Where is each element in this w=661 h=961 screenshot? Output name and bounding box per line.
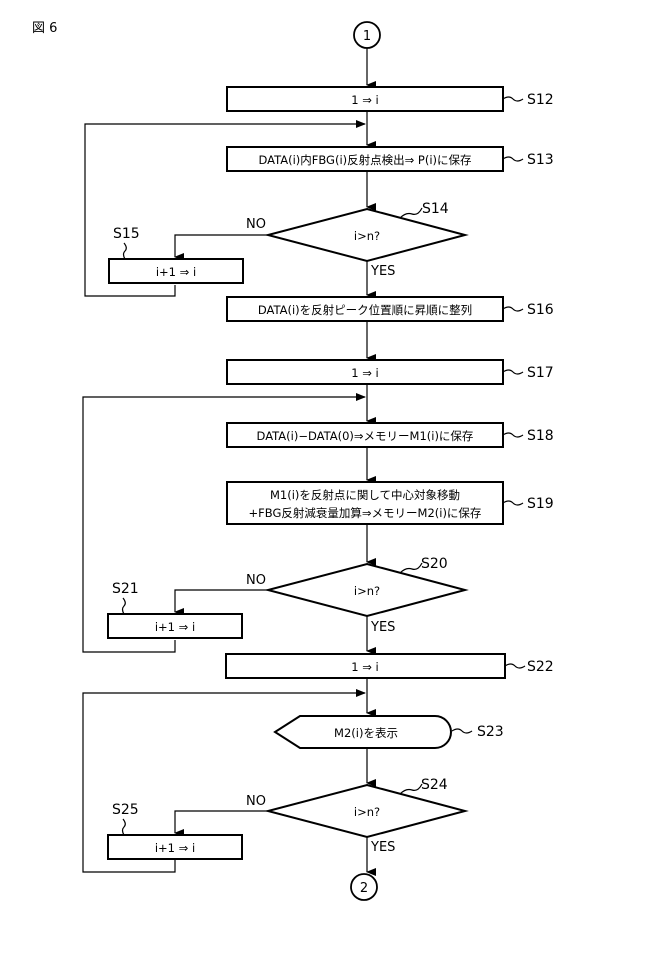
end-connector-label: 2 bbox=[360, 881, 368, 896]
step-s25-text: i+1 ⇒ i bbox=[155, 841, 195, 855]
step-s16-id: S16 bbox=[527, 302, 554, 318]
decision-s24-text: i>n? bbox=[354, 805, 380, 819]
step-s22-text: 1 ⇒ i bbox=[351, 660, 378, 674]
no-branch-arrow bbox=[175, 235, 268, 257]
branch-no-label: NO bbox=[246, 573, 266, 588]
end-connector: 2 bbox=[351, 874, 377, 900]
branch-yes-label: YES bbox=[370, 620, 395, 635]
step-s15-text: i+1 ⇒ i bbox=[156, 265, 196, 279]
step-s13-text: DATA(i)内FBG(i)反射点検出⇒ P(i)に保存 bbox=[258, 153, 471, 167]
decision-s20-id: S20 bbox=[421, 556, 448, 572]
step-s21-id: S21 bbox=[112, 581, 139, 597]
no-branch-arrow bbox=[175, 590, 268, 612]
step-s17-text: 1 ⇒ i bbox=[351, 366, 378, 380]
start-connector: 1 bbox=[354, 22, 380, 48]
branch-no-label: NO bbox=[246, 217, 266, 232]
step-s23-display: M2(i)を表示 S23 bbox=[275, 716, 504, 748]
decision-s14-id: S14 bbox=[422, 201, 449, 217]
step-s23-text: M2(i)を表示 bbox=[334, 726, 398, 740]
step-s13: DATA(i)内FBG(i)反射点検出⇒ P(i)に保存 S13 bbox=[227, 147, 554, 171]
start-connector-label: 1 bbox=[363, 29, 371, 44]
branch-yes-label: YES bbox=[370, 264, 395, 279]
step-s17: 1 ⇒ i S17 bbox=[227, 360, 554, 384]
step-s22-id: S22 bbox=[527, 659, 554, 675]
step-s18-id: S18 bbox=[527, 428, 554, 444]
no-branch-arrow bbox=[175, 811, 268, 833]
decision-s14: i>n? S14 NO YES bbox=[246, 201, 465, 279]
branch-no-label: NO bbox=[246, 794, 266, 809]
step-s12-id: S12 bbox=[527, 92, 554, 108]
step-s18-text: DATA(i)−DATA(0)⇒メモリーM1(i)に保存 bbox=[257, 429, 474, 443]
decision-s24-id: S24 bbox=[421, 777, 448, 793]
branch-yes-label: YES bbox=[370, 840, 395, 855]
step-s22: 1 ⇒ i S22 bbox=[226, 654, 554, 678]
decision-s20: i>n? S20 NO YES bbox=[246, 556, 465, 635]
step-s17-id: S17 bbox=[527, 365, 554, 381]
decision-s20-text: i>n? bbox=[354, 584, 380, 598]
step-s19: M1(i)を反射点に関して中心対象移動 +FBG反射減衰量加算⇒メモリーM2(i… bbox=[227, 482, 554, 524]
step-s15-id: S15 bbox=[113, 226, 140, 242]
step-s16: DATA(i)を反射ピーク位置順に昇順に整列 S16 bbox=[227, 297, 554, 321]
step-s16-text: DATA(i)を反射ピーク位置順に昇順に整列 bbox=[258, 303, 472, 317]
step-s25-id: S25 bbox=[112, 802, 139, 818]
step-s13-id: S13 bbox=[527, 152, 554, 168]
decision-s24: i>n? S24 NO YES bbox=[246, 777, 465, 855]
step-s18: DATA(i)−DATA(0)⇒メモリーM1(i)に保存 S18 bbox=[227, 423, 554, 447]
step-s12: 1 ⇒ i S12 bbox=[227, 87, 554, 111]
step-s23-id: S23 bbox=[477, 724, 504, 740]
step-s12-text: 1 ⇒ i bbox=[351, 93, 378, 107]
step-s19-text-line1: M1(i)を反射点に関して中心対象移動 bbox=[270, 488, 460, 502]
step-s21-text: i+1 ⇒ i bbox=[155, 620, 195, 634]
step-s19-text-line2: +FBG反射減衰量加算⇒メモリーM2(i)に保存 bbox=[249, 506, 482, 520]
step-s19-id: S19 bbox=[527, 496, 554, 512]
decision-s14-text: i>n? bbox=[354, 229, 380, 243]
figure-label: 図 6 bbox=[32, 21, 57, 36]
